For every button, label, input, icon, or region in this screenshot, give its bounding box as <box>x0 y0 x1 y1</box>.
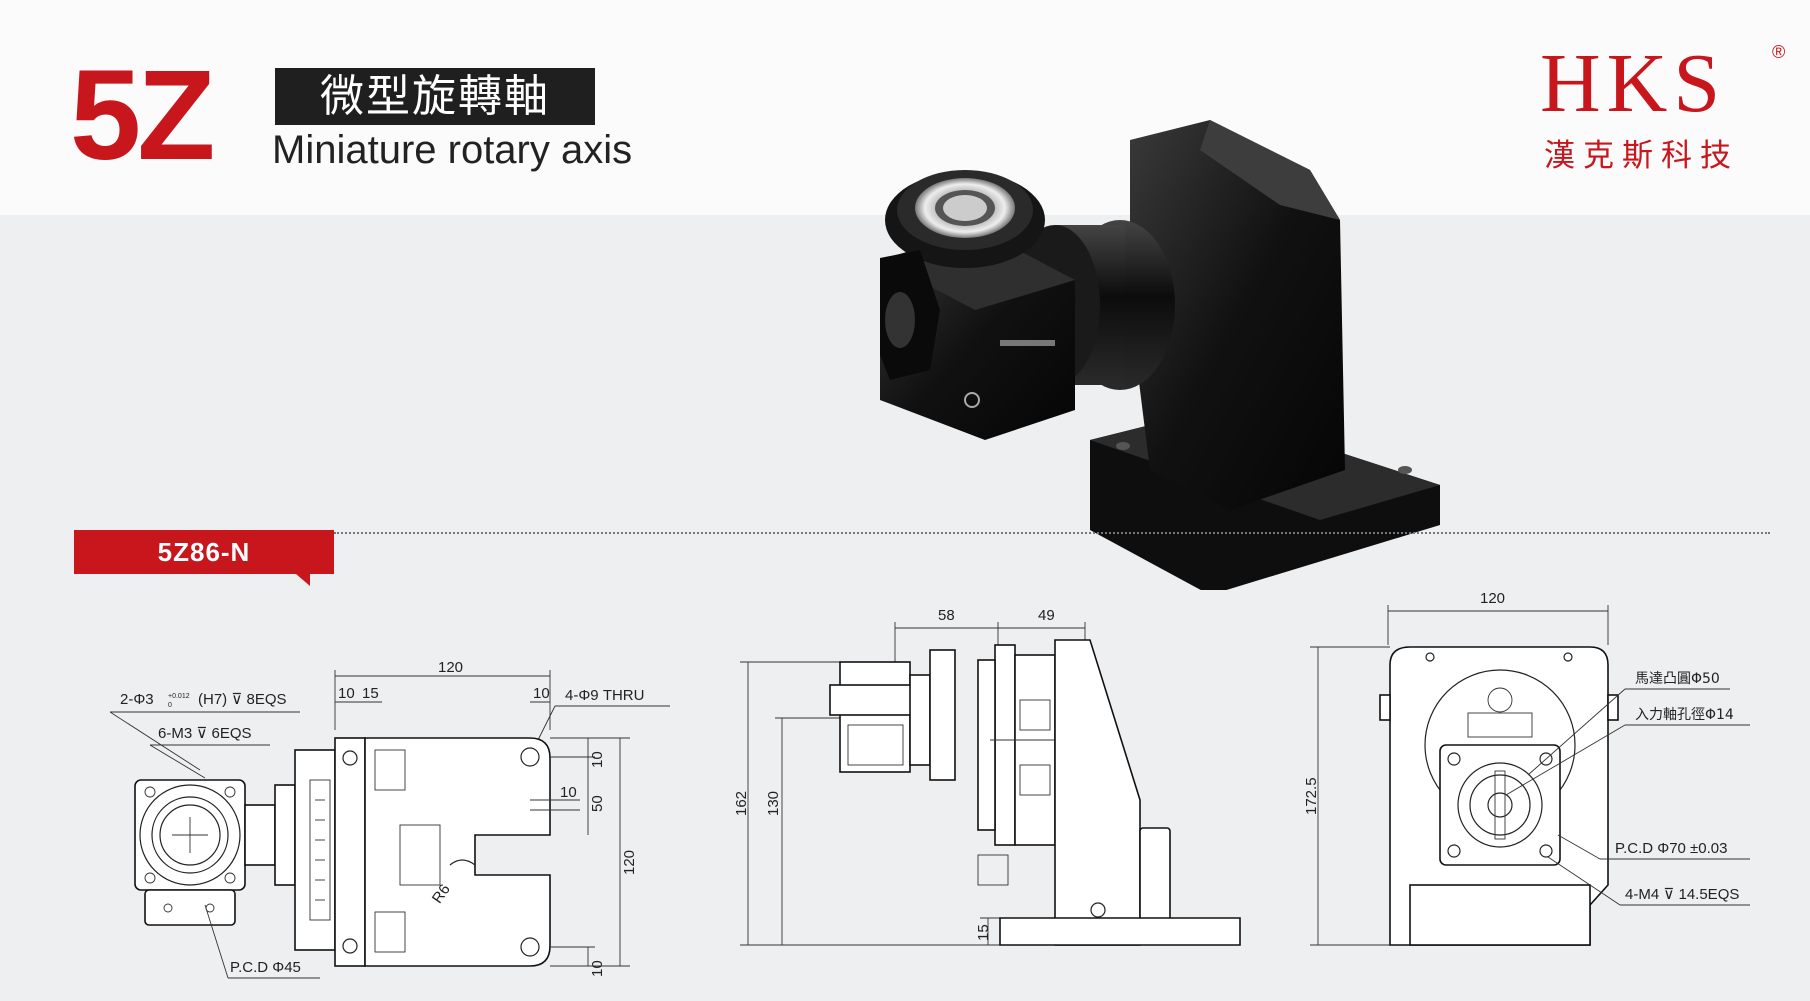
side-view-drawing: 58 49 162 130 15 <box>733 607 1241 946</box>
title-en: Miniature rotary axis <box>272 128 633 172</box>
callout-dowel-prefix: 2-Φ3 <box>120 691 154 708</box>
section-divider <box>334 532 1770 534</box>
logo-text: HKS <box>1540 37 1727 130</box>
callout-input-bore: 入力軸孔徑Φ14 <box>1635 707 1734 723</box>
dim-slot-10: 10 <box>560 784 577 801</box>
rear-view-drawing: 120 172.5 馬達凸圓Φ50 入力軸孔徑Φ14 P.C.D Φ70 ±0.… <box>1303 590 1750 946</box>
company-name-zh: 漢克斯科技 <box>1544 138 1739 174</box>
registered-mark: ® <box>1772 42 1786 62</box>
callout-dowel-tol-lower: 0 <box>168 702 172 709</box>
callout-dowel-suffix: (H7) ⊽ 8EQS <box>198 691 287 708</box>
callout-thru: 4-Φ9 THRU <box>565 687 644 704</box>
title-zh: 微型旋轉軸 <box>275 68 595 125</box>
dim-15-side: 15 <box>975 924 992 941</box>
dim-120-rear: 120 <box>1480 590 1505 607</box>
dim-130: 130 <box>765 791 782 816</box>
callout-pcd-45: P.C.D Φ45 <box>230 959 301 976</box>
dim-58: 58 <box>938 607 955 624</box>
callout-tapped: 6-M3 ⊽ 6EQS <box>158 725 252 742</box>
series-code: 5Z <box>70 44 215 187</box>
dim-120-top: 120 <box>438 659 463 676</box>
dim-49: 49 <box>1038 607 1055 624</box>
dim-right-10-bottom: 10 <box>589 960 606 977</box>
dim-right-10-top: 10 <box>589 751 606 768</box>
dim-10b: 10 <box>533 685 550 702</box>
callout-dowel-tol-upper: +0.012 <box>168 693 190 700</box>
callout-motor-boss: 馬達凸圓Φ50 <box>1635 671 1720 687</box>
dim-10a: 10 <box>338 685 355 702</box>
model-tab: 5Z86-N <box>74 530 334 574</box>
model-tab-tail <box>296 574 310 586</box>
dim-15: 15 <box>362 685 379 702</box>
product-photo <box>880 120 1440 590</box>
dim-right-50: 50 <box>589 795 606 812</box>
callout-m4: 4-M4 ⊽ 14.5EQS <box>1625 886 1739 903</box>
dim-right-120: 120 <box>621 850 638 875</box>
hks-logo: HKS ® 漢克斯科技 <box>1540 37 1785 175</box>
dim-162: 162 <box>733 791 750 816</box>
front-view-drawing: 120 10 15 10 2-Φ3 +0.012 0 (H7) ⊽ 8EQS 6… <box>110 659 670 979</box>
dim-172-5: 172.5 <box>1303 777 1320 815</box>
callout-pcd-70: P.C.D Φ70 ±0.03 <box>1615 840 1728 857</box>
